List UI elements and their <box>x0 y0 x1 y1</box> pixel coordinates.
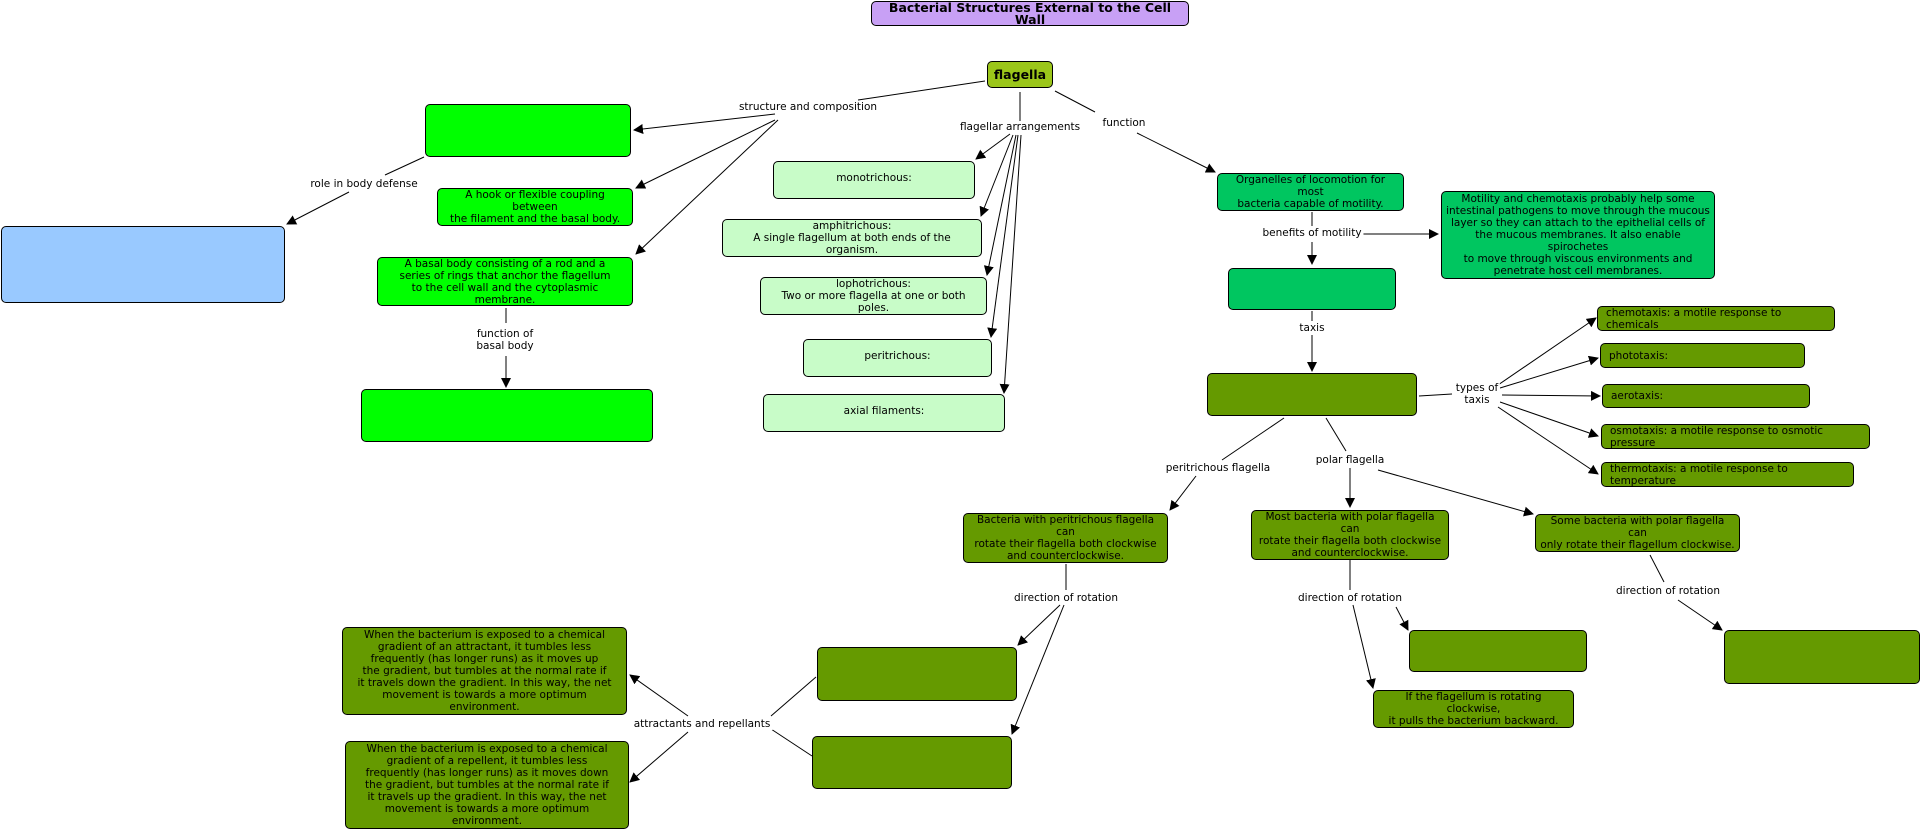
organelles-node[interactable]: Organelles of locomotion for most bacter… <box>1217 173 1404 211</box>
types-of-taxis-label: types of taxis <box>1453 382 1501 406</box>
benefits-of-motility-label: benefits of motility <box>1260 227 1364 239</box>
hook-node[interactable]: A hook or flexible coupling between the … <box>437 188 633 226</box>
monotrichous-node[interactable]: monotrichous: <box>773 161 975 199</box>
polar-backward-node[interactable]: If the flagellum is rotating clockwise, … <box>1373 690 1574 728</box>
peritrichous-rotation-node[interactable]: Bacteria with peritrichous flagella can … <box>963 513 1168 563</box>
repellent-node[interactable]: When the bacterium is exposed to a chemi… <box>345 741 629 829</box>
peritrichous-direction-label: direction of rotation <box>1012 592 1120 604</box>
polar-direction-label: direction of rotation <box>1296 592 1404 604</box>
polar-direction-empty-node[interactable] <box>1409 630 1587 672</box>
phototaxis-node[interactable]: phototaxis: <box>1600 343 1805 368</box>
clockwise-direction-empty-node[interactable] <box>1724 630 1920 684</box>
peritrichous-node[interactable]: peritrichous: <box>803 339 992 377</box>
map-title[interactable]: Bacterial Structures External to the Cel… <box>871 1 1189 26</box>
taxis-empty-node[interactable] <box>1207 373 1417 416</box>
polar-clockwise-node[interactable]: Some bacteria with polar flagella can on… <box>1535 514 1740 552</box>
amphitrichous-node[interactable]: amphitrichous: A single flagellum at bot… <box>722 219 982 257</box>
clockwise-direction-label: direction of rotation <box>1614 585 1722 597</box>
attractant-node[interactable]: When the bacterium is exposed to a chemi… <box>342 627 627 715</box>
peri-direction-empty-node-1[interactable] <box>817 647 1017 701</box>
axial-filaments-node[interactable]: axial filaments: <box>763 394 1005 432</box>
basal-body-node[interactable]: A basal body consisting of a rod and a s… <box>377 257 633 306</box>
peritrichous-flagella-label: peritrichous flagella <box>1163 462 1273 474</box>
flagellar-arrangements-label: flagellar arrangements <box>957 121 1083 133</box>
function-label: function <box>1100 117 1148 129</box>
thermotaxis-node[interactable]: thermotaxis: a motile response to temper… <box>1601 462 1854 487</box>
function-of-basal-body-label: function of basal body <box>474 328 536 352</box>
benefits-empty-node[interactable] <box>1228 268 1396 310</box>
osmotaxis-node[interactable]: osmotaxis: a motile response to osmotic … <box>1601 424 1870 449</box>
body-defense-empty-node[interactable] <box>1 226 285 303</box>
structure-composition-label: structure and composition <box>736 101 880 113</box>
polar-both-rotation-node[interactable]: Most bacteria with polar flagella can ro… <box>1251 510 1449 560</box>
flagella-node[interactable]: flagella <box>987 61 1053 88</box>
structure-empty-node[interactable] <box>425 104 631 157</box>
chemotaxis-node[interactable]: chemotaxis: a motile response to chemica… <box>1597 306 1835 331</box>
aerotaxis-node[interactable]: aerotaxis: <box>1602 384 1810 408</box>
role-in-body-defense-label: role in body defense <box>308 178 420 190</box>
basal-function-empty-node[interactable] <box>361 389 653 442</box>
lophotrichous-node[interactable]: lophotrichous: Two or more flagella at o… <box>760 277 987 315</box>
attractants-repellants-label: attractants and repellants <box>631 718 773 730</box>
motility-benefit-node[interactable]: Motility and chemotaxis probably help so… <box>1441 191 1715 279</box>
peri-direction-empty-node-2[interactable] <box>812 736 1012 789</box>
polar-flagella-label: polar flagella <box>1313 454 1387 466</box>
taxis-label: taxis <box>1297 322 1327 334</box>
